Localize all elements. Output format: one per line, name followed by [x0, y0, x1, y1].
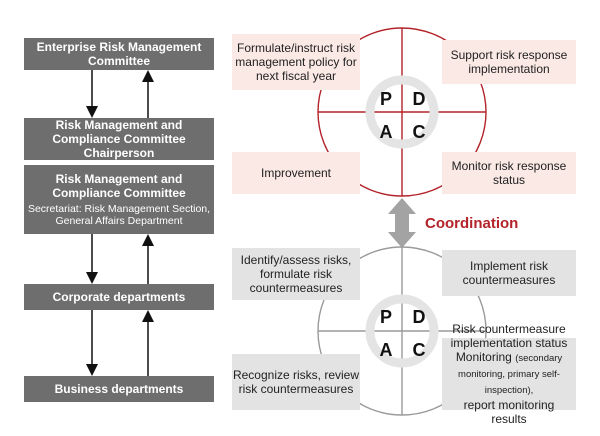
chairperson-label: Risk Management and Compliance Committee… [52, 118, 186, 160]
lower-check-line1: Risk countermeasure implementation statu… [450, 322, 568, 350]
lower-plan-label: Identify/assess risks, formulate risk co… [240, 253, 352, 295]
coordination-arrow [388, 198, 416, 248]
upper-letter-d: D [413, 89, 426, 109]
upper-plan-label: Formulate/instruct risk management polic… [235, 41, 357, 83]
rmc-committee-label: Risk Management and Compliance Committee [52, 172, 186, 200]
corporate-departments-box: Corporate departments [24, 284, 214, 310]
upper-check-label: Monitor risk response status [451, 159, 567, 187]
upper-check-box: Monitor risk response status [442, 152, 576, 194]
lower-check-line2: Monitoring [455, 350, 512, 364]
lower-check-box: Risk countermeasure implementation statu… [442, 322, 576, 426]
erm-committee-label: Enterprise Risk Management Committee [36, 40, 202, 68]
lower-check-line2-wrap: Monitoring (secondary monitoring, primar… [445, 350, 573, 398]
lower-act-label: Recognize risks, review risk countermeas… [232, 368, 360, 396]
lower-act-box: Recognize risks, review risk countermeas… [232, 354, 360, 410]
upper-letter-a: A [380, 122, 393, 142]
rmc-committee-box: Risk Management and Compliance Committee… [24, 165, 214, 234]
corporate-departments-label: Corporate departments [52, 290, 186, 304]
coordination-label: Coordination [425, 215, 519, 232]
lower-plan-box: Identify/assess risks, formulate risk co… [232, 248, 360, 300]
upper-cycle-circle [317, 27, 487, 197]
business-departments-label: Business departments [54, 382, 184, 396]
upper-letter-p: P [380, 89, 392, 109]
upper-act-label: Improvement [260, 166, 332, 180]
chairperson-box: Risk Management and Compliance Committee… [24, 118, 214, 160]
upper-do-label: Support risk response implementation [450, 48, 568, 76]
secretariat-label: Secretariat: Risk Management Section, Ge… [27, 203, 211, 227]
erm-committee-box: Enterprise Risk Management Committee [24, 38, 214, 70]
lower-letter-d: D [413, 307, 426, 327]
lower-check-small: (secondary monitoring, primary self-insp… [458, 353, 563, 396]
lower-cycle-circle [317, 246, 487, 416]
lower-do-box: Implement risk countermeasures [442, 250, 576, 296]
business-departments-box: Business departments [24, 376, 214, 402]
upper-act-box: Improvement [232, 152, 360, 194]
lower-check-line3: report monitoring results [463, 398, 555, 426]
lower-letter-c: C [413, 340, 426, 360]
lower-letter-p: P [380, 307, 392, 327]
upper-plan-box: Formulate/instruct risk management polic… [232, 34, 360, 90]
lower-letter-a: A [380, 340, 393, 360]
upper-letter-c: C [413, 122, 426, 142]
lower-do-label: Implement risk countermeasures [462, 259, 556, 287]
upper-do-box: Support risk response implementation [442, 40, 576, 84]
